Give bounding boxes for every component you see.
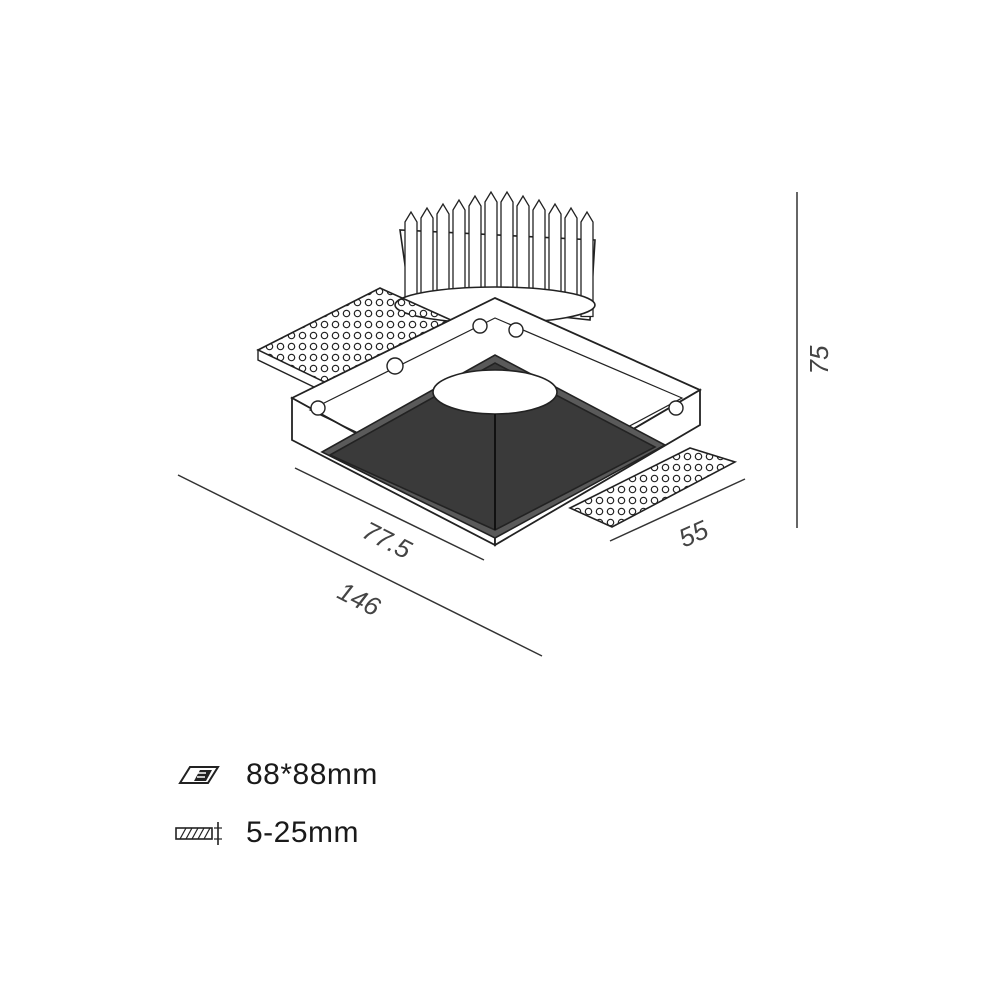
- side-depth-label: 55: [674, 514, 713, 553]
- ceiling-thickness-icon: [175, 822, 222, 845]
- height-label: 75: [804, 345, 834, 374]
- mounting-screws: [310, 318, 684, 416]
- heat-sink-fin: [436, 202, 450, 304]
- overall-length-label: 146: [333, 576, 386, 623]
- cutout-size-icon: [178, 766, 220, 784]
- front-width-dimension-line: [294, 467, 485, 561]
- cutout-spec: 88*88mm: [172, 758, 378, 792]
- heat-sink-fin: [404, 210, 418, 301]
- dimension-lines: [177, 192, 798, 657]
- length-dimension-line: [177, 474, 543, 657]
- reflector-opening: [320, 354, 667, 539]
- heat-sink-fin: [420, 206, 434, 303]
- ceiling-thickness-value: 5-25mm: [246, 816, 360, 849]
- perforated-plate-right: [568, 447, 738, 528]
- thickness-spec: 5-25mm: [172, 816, 359, 850]
- heat-sink: [394, 190, 596, 324]
- depth-dimension-line: [609, 478, 746, 542]
- cutout-size-value: 88*88mm: [246, 758, 378, 791]
